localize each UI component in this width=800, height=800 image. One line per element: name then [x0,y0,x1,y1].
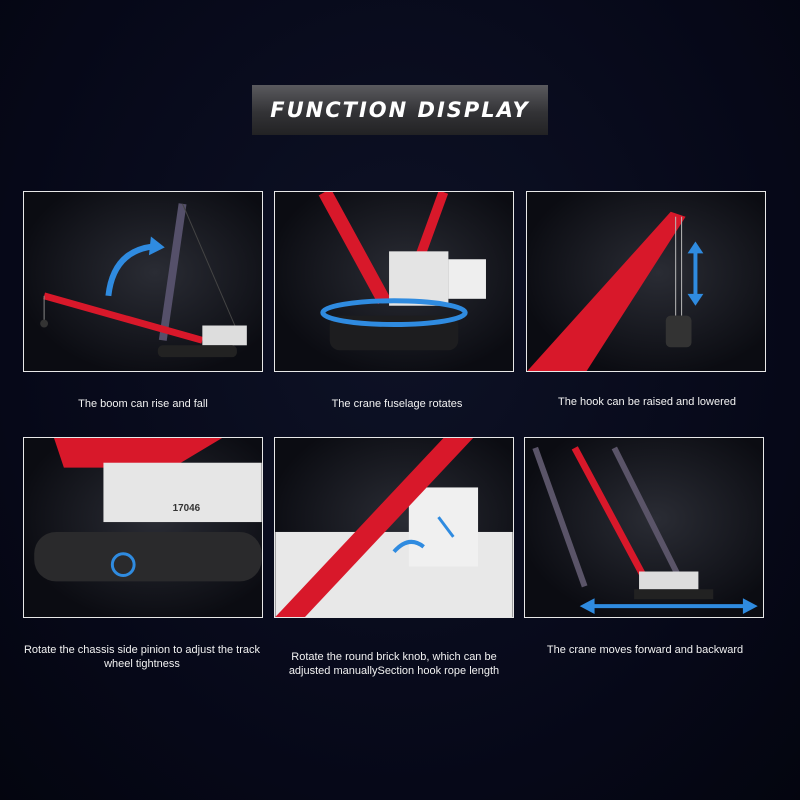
hook-block [665,315,692,348]
feature-image-move [524,437,764,618]
boom [527,211,686,371]
raised-boom-ghost [158,203,187,341]
caption: The boom can rise and fall [78,398,208,410]
model-label: 17046 [173,503,201,514]
track [157,345,237,358]
pinion-rotate-icon [110,552,136,577]
boom [318,192,391,305]
rise-arrow-icon [105,243,154,297]
caption: The hook can be raised and lowered [558,396,736,408]
boom [43,292,204,344]
feature-image-rotate [274,191,514,372]
title-banner: FUNCTION DISPLAY [252,85,548,135]
feature-image-hook [526,191,766,372]
page-title: FUNCTION DISPLAY [270,98,530,122]
feature-image-pinion: 17046 [23,437,263,618]
feature-image-boom [23,191,263,372]
boom [571,446,652,588]
caption: Rotate the round brick knob, which can b… [288,651,500,677]
feature-image-knob [274,437,514,618]
knob-rotate-icon [392,539,425,554]
caption: The crane moves forward and backward [546,644,744,656]
rotate-arrow-icon [320,298,468,327]
track [34,531,262,582]
caption: The crane fuselage rotates [331,398,463,410]
track [634,589,714,600]
boom [275,438,474,617]
caption: Rotate the chassis side pinion to adjust… [23,644,261,670]
